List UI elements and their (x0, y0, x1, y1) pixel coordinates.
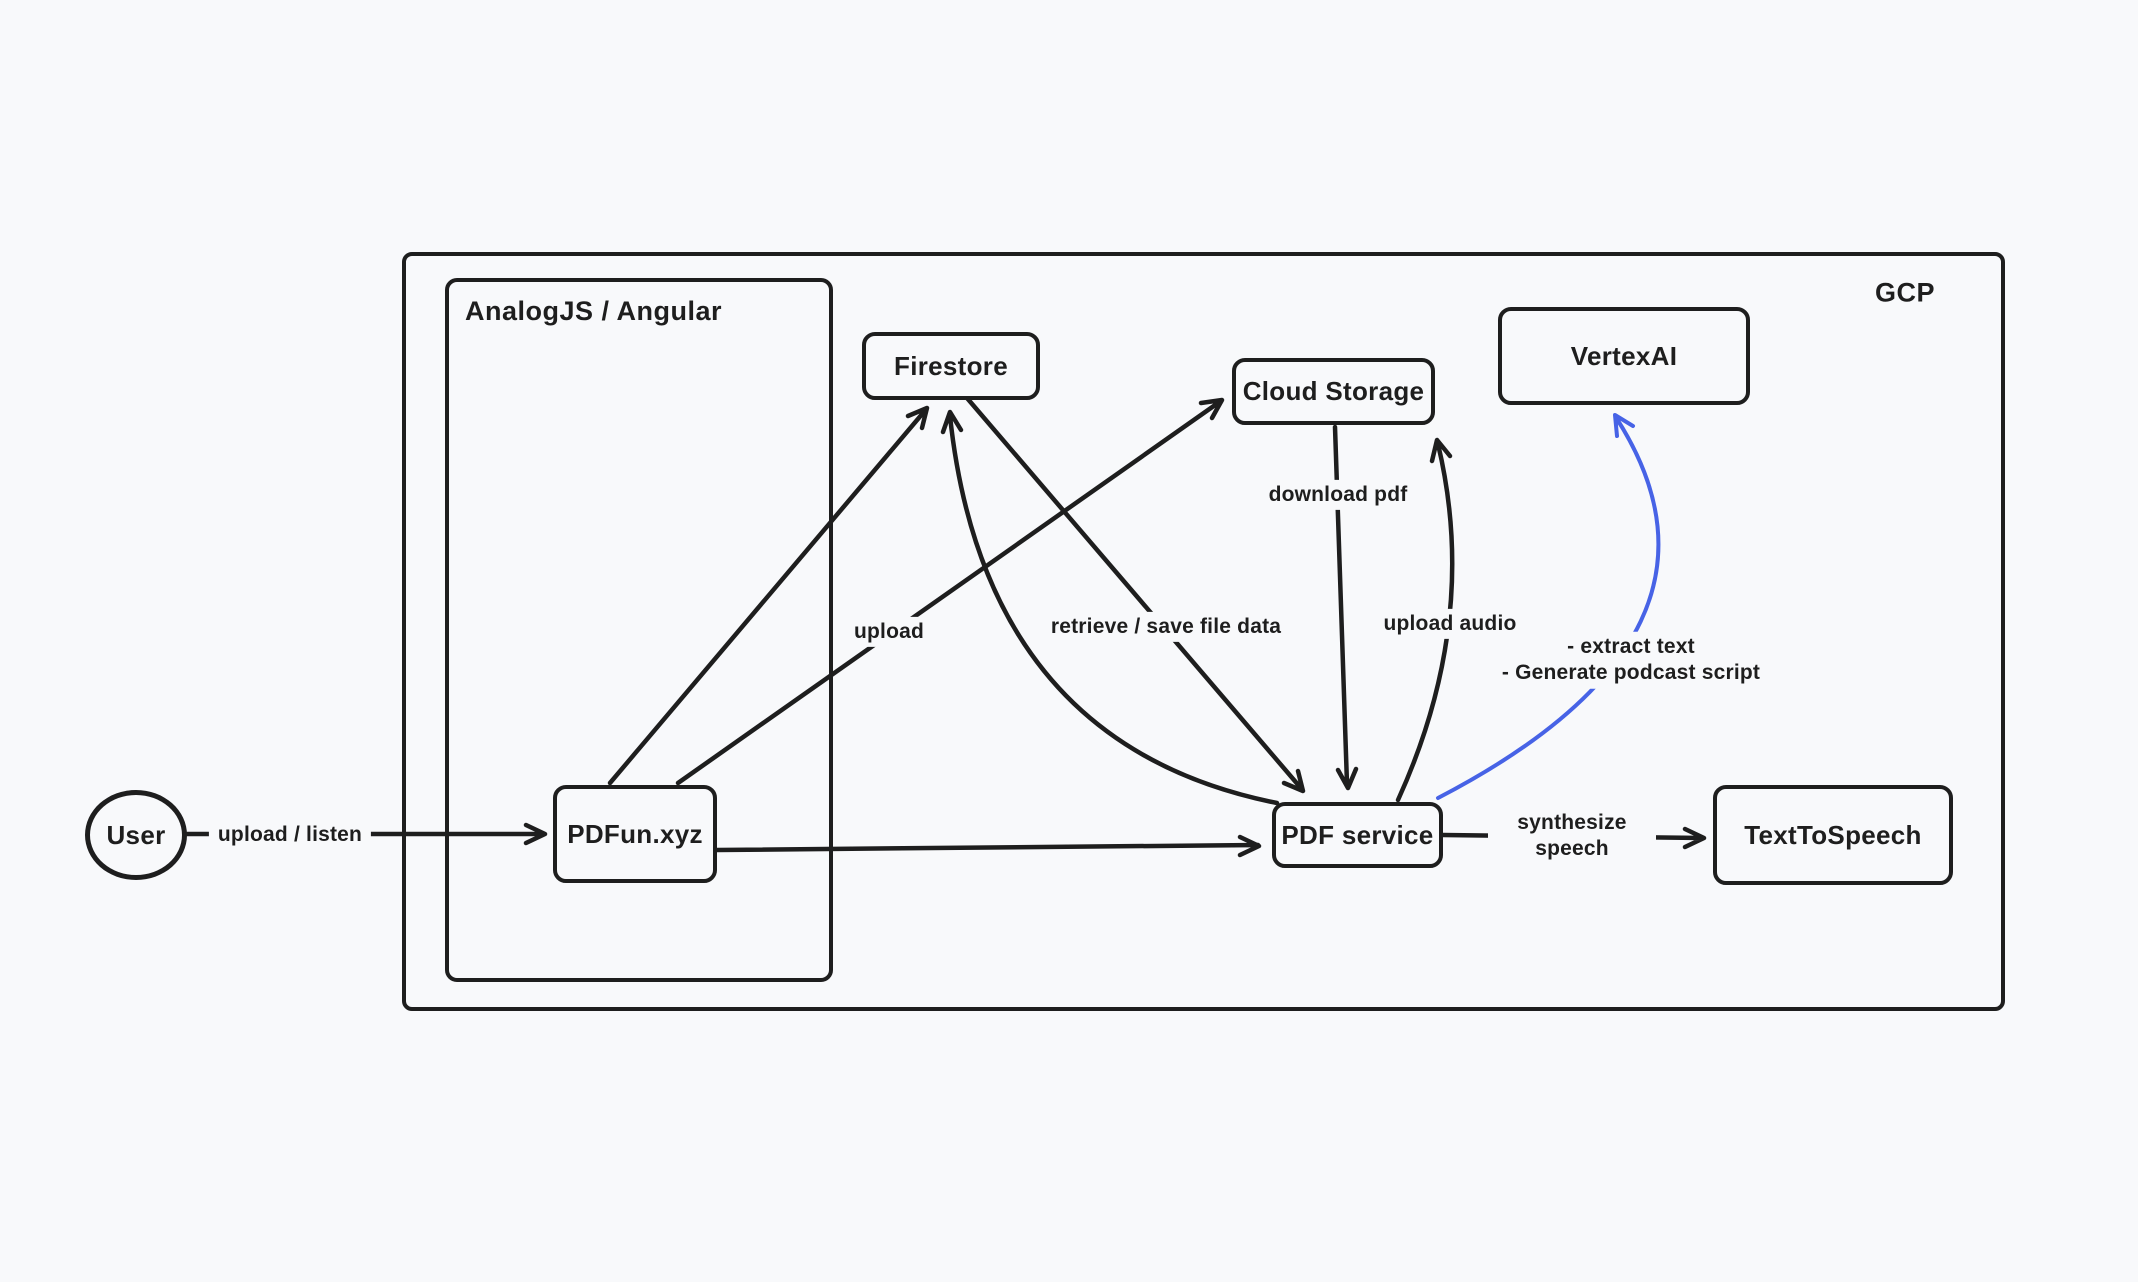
node-text-to-speech: TextToSpeech (1713, 785, 1953, 885)
frontend-container-label: AnalogJS / Angular (465, 296, 723, 326)
edge-label-upload-listen: upload / listen (208, 819, 372, 851)
edge-firestore-to-pdf-service (964, 395, 1306, 794)
edge-label-upload: upload (844, 616, 934, 648)
node-pdf-service: PDF service (1272, 802, 1443, 868)
edge-label-retrieve-save: retrieve / save file data (1041, 611, 1291, 643)
frontend-container (445, 278, 833, 982)
edge-label-synthesize-speech: synthesize speech (1488, 807, 1656, 865)
node-user-label: User (106, 819, 166, 850)
node-vertexai: VertexAI (1498, 307, 1750, 405)
edge-label-upload-audio: upload audio (1374, 608, 1526, 640)
node-vertexai-label: VertexAI (1570, 340, 1678, 371)
node-firestore-label: Firestore (894, 350, 1008, 381)
edge-pdf-service-to-vertexai (1436, 413, 1661, 800)
node-pdf-service-label: PDF service (1281, 819, 1434, 850)
node-pdfun-label: PDFun.xyz (567, 818, 703, 849)
node-pdfun: PDFun.xyz (553, 785, 717, 883)
edge-pdfun-to-pdf-service (714, 834, 1262, 858)
node-cloud-storage-label: Cloud Storage (1242, 376, 1425, 406)
node-user: User (85, 790, 187, 880)
node-firestore: Firestore (862, 332, 1040, 400)
edge-pdfun-to-cloud-storage (675, 397, 1225, 786)
gcp-container (402, 252, 2005, 1011)
node-text-to-speech-label: TextToSpeech (1744, 819, 1922, 850)
edge-label-download-pdf: download pdf (1259, 479, 1417, 511)
gcp-container-label: GCP (1874, 277, 1936, 308)
edge-pdfun-to-firestore (607, 405, 930, 786)
edge-pdf-service-to-firestore (940, 409, 1280, 806)
edge-label-vertex-tasks: - extract text - Generate podcast script (1492, 631, 1770, 689)
node-cloud-storage: Cloud Storage (1232, 358, 1435, 425)
